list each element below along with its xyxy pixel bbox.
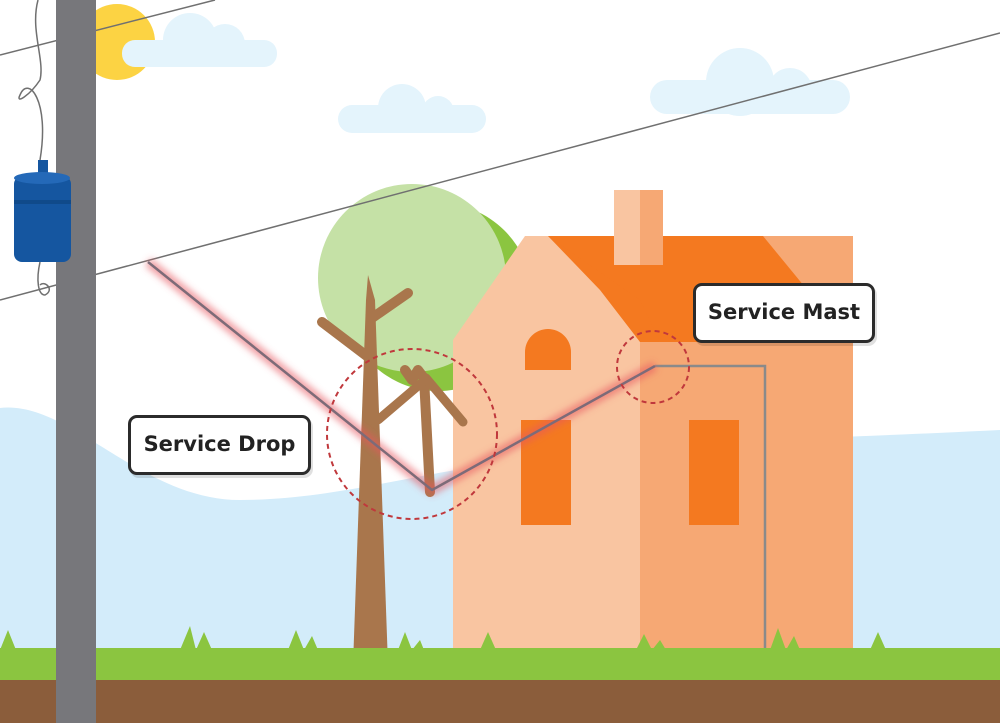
service-drop-label: Service Drop — [128, 415, 311, 475]
service-drop-label-text: Service Drop — [143, 432, 296, 456]
house-roof-front — [548, 236, 660, 342]
cloud-middle — [338, 84, 486, 133]
soil — [0, 680, 1000, 723]
service-mast-label-text: Service Mast — [707, 300, 861, 324]
service-mast-conduit — [655, 364, 767, 652]
service-mast-label: Service Mast — [693, 283, 875, 343]
transformer — [14, 160, 71, 262]
grass — [0, 648, 1000, 682]
utility-pole — [56, 0, 96, 723]
tree-trunk — [317, 275, 468, 665]
chimney-dark — [640, 190, 663, 265]
cloud-right — [650, 48, 850, 116]
utility-pole-base — [56, 646, 96, 723]
power-lines — [0, 0, 1000, 301]
service-drop-line — [147, 261, 656, 492]
damage-circle-drop — [326, 348, 498, 520]
house — [453, 190, 853, 655]
grass-tufts — [0, 626, 886, 650]
cloud-left — [122, 13, 277, 67]
tree-canopy — [318, 184, 506, 372]
attic-window — [525, 329, 571, 370]
chimney-light — [614, 190, 642, 265]
window-right — [689, 420, 739, 525]
damage-circle-mast — [616, 330, 690, 404]
